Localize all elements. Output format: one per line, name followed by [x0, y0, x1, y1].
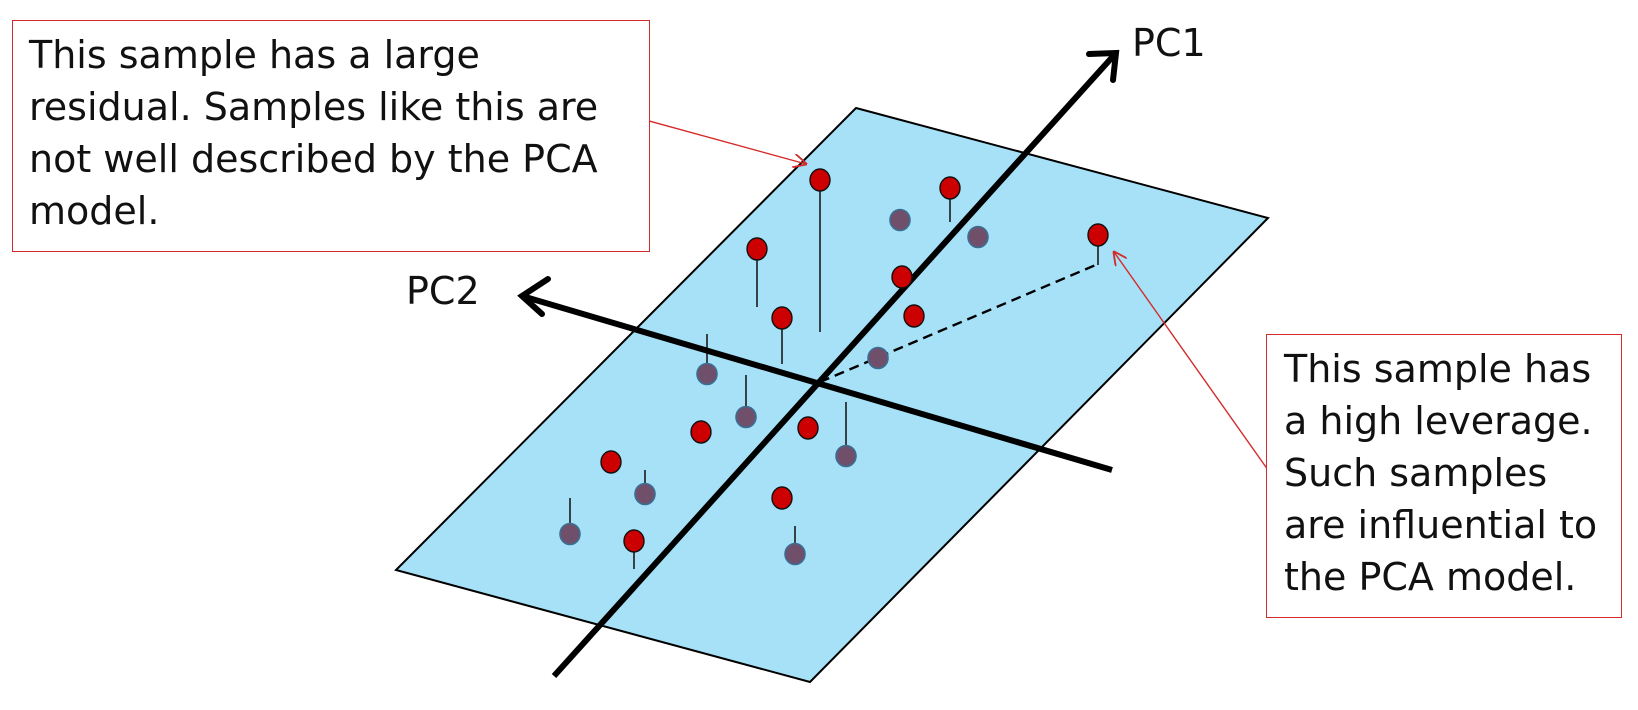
sample-below-plane [696, 362, 718, 386]
sample-above-plane [746, 237, 768, 261]
sample-above-plane [771, 486, 793, 510]
pc1-label: PC1 [1132, 21, 1206, 65]
sample-below-plane [835, 444, 857, 468]
sample-above-plane [797, 416, 819, 440]
pc2-label: PC2 [406, 269, 480, 313]
residual-annotation-line: not well described by the PCA [29, 137, 598, 181]
sample-below-plane [634, 482, 656, 506]
sample-below-plane [784, 542, 806, 566]
pc1-axis-line [551, 50, 1119, 679]
leverage-annotation-line: a high leverage. [1284, 399, 1593, 443]
sample-above-plane [903, 304, 925, 328]
leverage-annotation-line: Such samples [1284, 451, 1548, 495]
leverage-annotation-line: the PCA model. [1284, 555, 1577, 599]
sample-below-plane [889, 208, 911, 232]
residual-annotation-line: residual. Samples like this are [29, 85, 599, 129]
leverage-annotation-line: are influential to [1284, 503, 1598, 547]
pc2-axis-arrowhead [517, 276, 551, 317]
residual-annotation-line: This sample has a large [29, 33, 480, 77]
below-sample-stems [569, 334, 847, 554]
model-plane [394, 106, 1270, 684]
residual-annotation-line: model. [29, 189, 160, 233]
leverage-annotation: This sample has a high leverage. Such sa… [1266, 334, 1622, 618]
sample-above-plane [771, 306, 793, 330]
leverage-annotation-line: This sample has [1284, 347, 1592, 391]
sample-above-plane [1087, 223, 1109, 247]
sample-below-plane [867, 346, 889, 370]
sample-above-plane [891, 265, 913, 289]
residual-callout-arrow [619, 112, 806, 164]
sample-below-plane [967, 225, 989, 249]
sample-above-plane [623, 529, 645, 553]
pc1-axis-arrowhead [1086, 49, 1120, 83]
sample-below-plane [559, 522, 581, 546]
sample-above-plane [809, 168, 831, 192]
below-plane-samples [559, 208, 989, 566]
above-plane-samples [600, 168, 1109, 569]
leverage-callout-arrow [1114, 252, 1269, 471]
sample-below-plane [735, 405, 757, 429]
sample-above-plane [690, 420, 712, 444]
residual-annotation: This sample has a large residual. Sample… [12, 20, 650, 252]
sample-above-plane [939, 176, 961, 200]
leverage-distance-line [819, 262, 1099, 384]
sample-above-plane [600, 450, 622, 474]
